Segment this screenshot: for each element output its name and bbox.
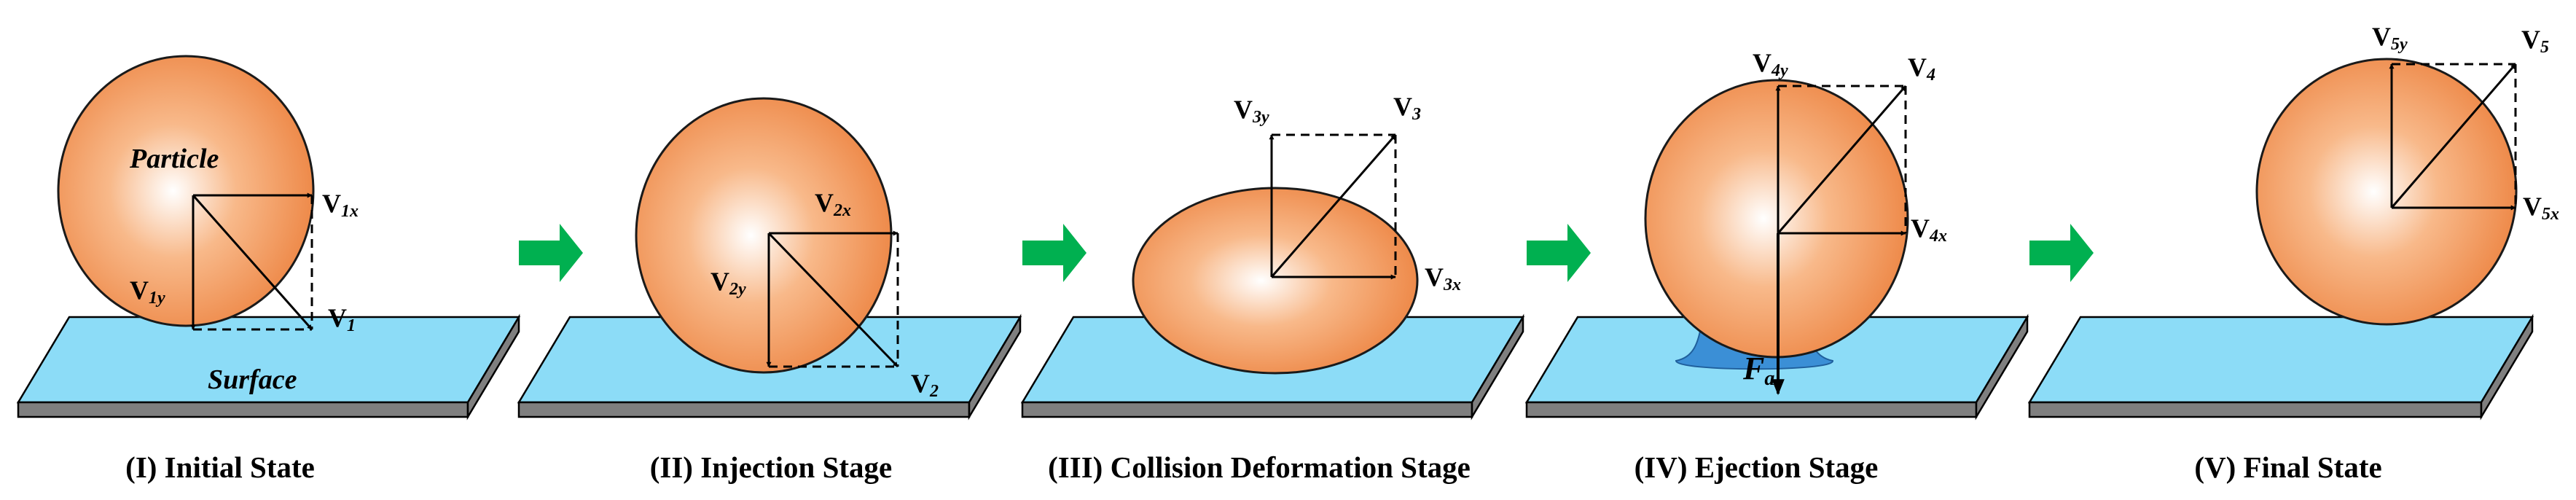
- surface-right: [2480, 313, 2534, 421]
- surface-front: [2028, 401, 2483, 418]
- surface-right: [1975, 313, 2029, 421]
- vector-v4-arrow: [1777, 85, 1907, 234]
- stage-2: V2x V2y V2 (II) Injection Stage: [517, 97, 1022, 484]
- surface-front: [17, 401, 469, 418]
- label-v1x: V1x: [322, 189, 359, 221]
- particle-deformed: [1132, 187, 1419, 375]
- stage-4: V4y V4 V4x Fa (IV) Ejection Stage: [1524, 48, 2029, 484]
- label-v5x: V5x: [2523, 192, 2559, 224]
- stage-title: (III) Collision Deformation Stage: [1048, 450, 1471, 484]
- stage-1: Particle Surface V1x V1y V1 (I) Initial …: [16, 55, 521, 484]
- stage-3: V3y V3 V3x (III) Collision Deformation S…: [1020, 92, 1525, 484]
- vector-v3-arrow: [1270, 134, 1397, 278]
- surface-front: [1525, 401, 1978, 418]
- label-v4: V4: [1908, 52, 1935, 85]
- label-v1: V1: [328, 303, 356, 335]
- surface-plate: [2027, 313, 2534, 421]
- surface-plate: [16, 313, 521, 421]
- stage-title: (V) Final State: [2194, 450, 2381, 484]
- label-v5y: V5y: [2372, 22, 2408, 54]
- vector-v2-arrow: [767, 232, 899, 368]
- stage-title: (I) Initial State: [125, 450, 315, 484]
- right-arrow-icon: [1527, 224, 1591, 282]
- right-arrow-icon: [519, 224, 583, 282]
- label-v3: V3: [1393, 92, 1421, 124]
- label-v5: V5: [2521, 25, 2549, 57]
- label-v4y: V4y: [1753, 48, 1788, 80]
- label-fa: Fa: [1742, 351, 1774, 390]
- surface-right: [466, 313, 520, 421]
- label-v2: V2: [911, 369, 939, 401]
- label-v2y: V2y: [710, 267, 746, 299]
- stage-title: (IV) Ejection Stage: [1635, 450, 1879, 484]
- label-v3y: V3y: [1234, 95, 1269, 127]
- label-v2x: V2x: [815, 188, 851, 220]
- particle: [2255, 58, 2518, 326]
- surface-label: Surface: [208, 364, 297, 395]
- particle: [635, 97, 893, 374]
- label-v1y: V1y: [130, 276, 165, 308]
- surface-right: [968, 313, 1022, 421]
- right-arrow-icon: [2029, 224, 2094, 282]
- vector-v5-arrow: [2390, 63, 2517, 208]
- label-v4x: V4x: [1911, 214, 1947, 246]
- stage-title: (II) Injection Stage: [650, 450, 893, 484]
- particle-label: Particle: [129, 144, 219, 174]
- vector-v1-arrow: [192, 195, 313, 330]
- surface-right: [1471, 313, 1524, 421]
- surface-top: [2027, 316, 2534, 404]
- particle: [57, 55, 315, 327]
- label-v3x: V3x: [1425, 262, 1461, 294]
- stage-5: V5y V5 V5x (V) Final State: [2027, 22, 2559, 484]
- surface-front: [1021, 401, 1473, 418]
- surface-front: [517, 401, 971, 418]
- right-arrow-icon: [1022, 224, 1087, 282]
